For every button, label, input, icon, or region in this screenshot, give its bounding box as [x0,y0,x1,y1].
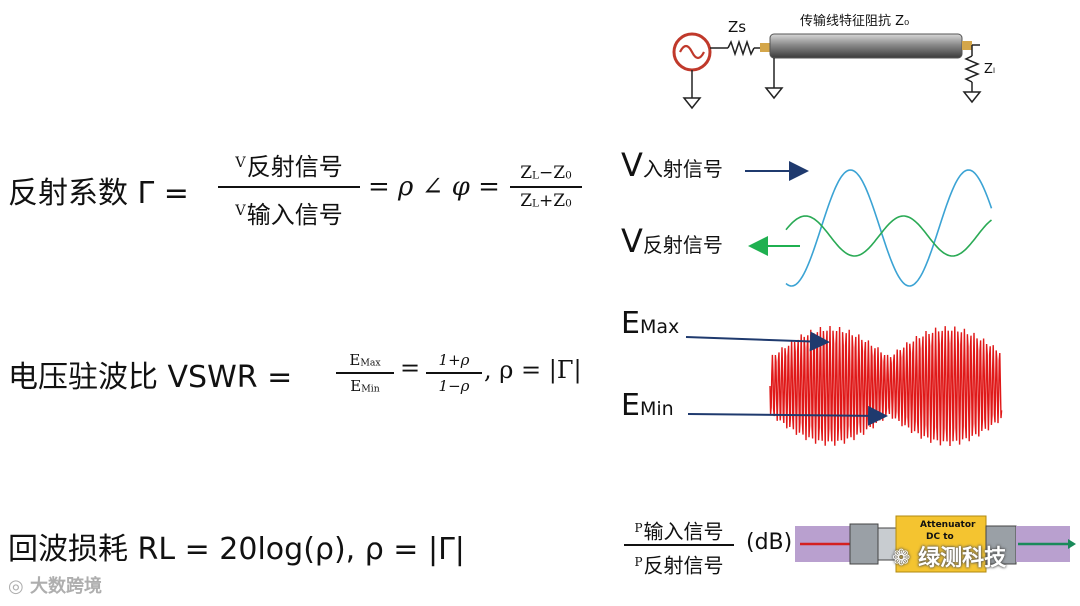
reflected-label: V反射信号 [621,222,723,260]
reflected-wave [785,215,992,257]
reflected-sub: 反射信号 [642,233,723,257]
rl-num-p: P [634,521,643,535]
emin-e: E [621,388,640,423]
wechat-icon: ❁ [892,546,911,571]
vswr-tail: , ρ = |Γ| [484,356,582,384]
vswr-num: EMax [349,351,381,369]
vswr-fraction: EMax EMin [336,348,394,398]
reflection-den-text: 输入信号 [246,200,343,229]
vswr-den: EMin [350,376,380,395]
vswr-fraction-2: 1+ρ 1−ρ [426,348,482,398]
circuit-title: 传输线特征阻抗 Z₀ [800,14,910,29]
emin-label: EMin [621,388,674,423]
emax-sub: Max [639,316,680,338]
vswr-den2: 1−ρ [438,376,470,395]
emax-arrow [685,331,830,352]
reflection-label: 反射系数 Γ = [8,176,189,211]
watermark-left: ◎ 大数跨境 [8,572,102,598]
rl-unit: (dB) [746,530,793,555]
watermark-left-text: 大数跨境 [30,576,102,597]
rl-den-text: 反射信号 [643,553,724,578]
rl-num-text: 输入信号 [643,519,724,544]
rl-den-p: P [634,554,643,569]
incident-sub: 入射信号 [642,157,723,181]
watermark-right-text: 绿测科技 [918,546,1007,571]
attenuator-text1: Attenuator [920,520,976,530]
vswr-num2: 1+ρ [438,351,470,369]
watermark-left-icon: ◎ [8,576,24,597]
rl-fraction: P输入信号 P反射信号 [624,512,734,578]
emin-arrow [687,405,888,426]
zl-label: Zₗ [984,62,996,77]
rl-label: 回波损耗 RL = 20log(ρ), ρ = |Γ| [8,532,465,567]
emax-e: E [621,306,640,341]
emax-label: EMax [621,306,679,341]
reflection-rhs-num: ZL−Z0 [520,163,572,183]
zl-resistor-icon [964,55,980,83]
incident-wave [785,169,993,287]
attenuator-text2: DC to [926,532,954,542]
ground-icon-source [682,97,702,110]
zs-resistor-icon [727,39,755,57]
reflection-num-v: V [235,155,246,171]
reflection-rhs-fraction: ZL−Z0 ZL+Z0 [510,160,582,214]
reflection-den-v: V [235,203,246,219]
transmission-line-circuit [672,32,982,110]
reflection-middle: = ρ ∠ φ = [368,172,500,202]
emin-sub: Min [639,398,674,420]
watermark-right: ❁ 绿测科技 [892,540,1006,572]
vswr-label: 电压驻波比 VSWR = [8,360,293,395]
reflected-v: V [621,222,643,260]
zs-label: Zs [728,18,747,36]
vswr-eq: = [400,354,421,382]
incident-v: V [621,146,643,184]
reflection-fraction: V反射信号 V输入信号 [218,140,360,234]
reflection-num-text: 反射信号 [246,152,343,181]
incident-label: V入射信号 [621,146,723,184]
reflection-rhs-den: ZL+Z0 [520,190,572,211]
